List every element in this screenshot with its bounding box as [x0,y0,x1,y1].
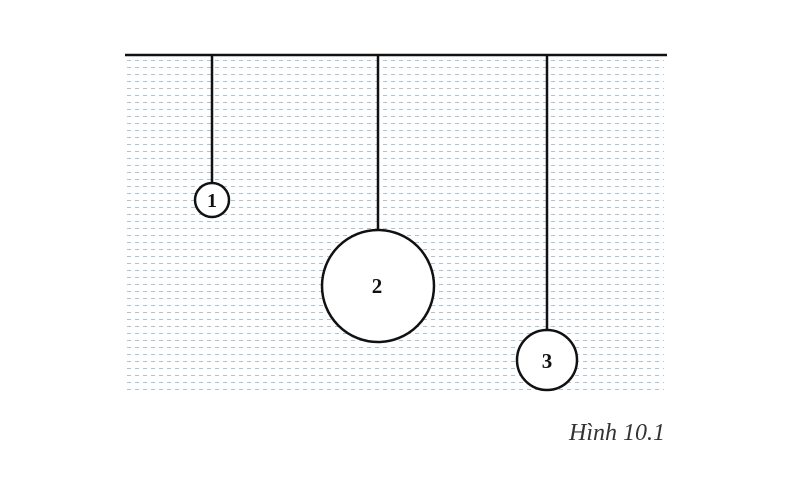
ball-1-label: 1 [207,190,217,212]
ball-1-assembly: 1 [193,55,231,219]
ball-2-assembly: 2 [320,55,436,344]
ball-2-label: 2 [372,274,383,298]
liquid-region [127,57,664,391]
ball-1 [193,181,231,219]
ball-2 [320,228,436,344]
figure-caption: Hình 10.1 [568,420,665,446]
ball-3-label: 3 [542,349,553,373]
ball-3 [515,328,579,392]
ball-3-assembly: 3 [515,55,579,392]
